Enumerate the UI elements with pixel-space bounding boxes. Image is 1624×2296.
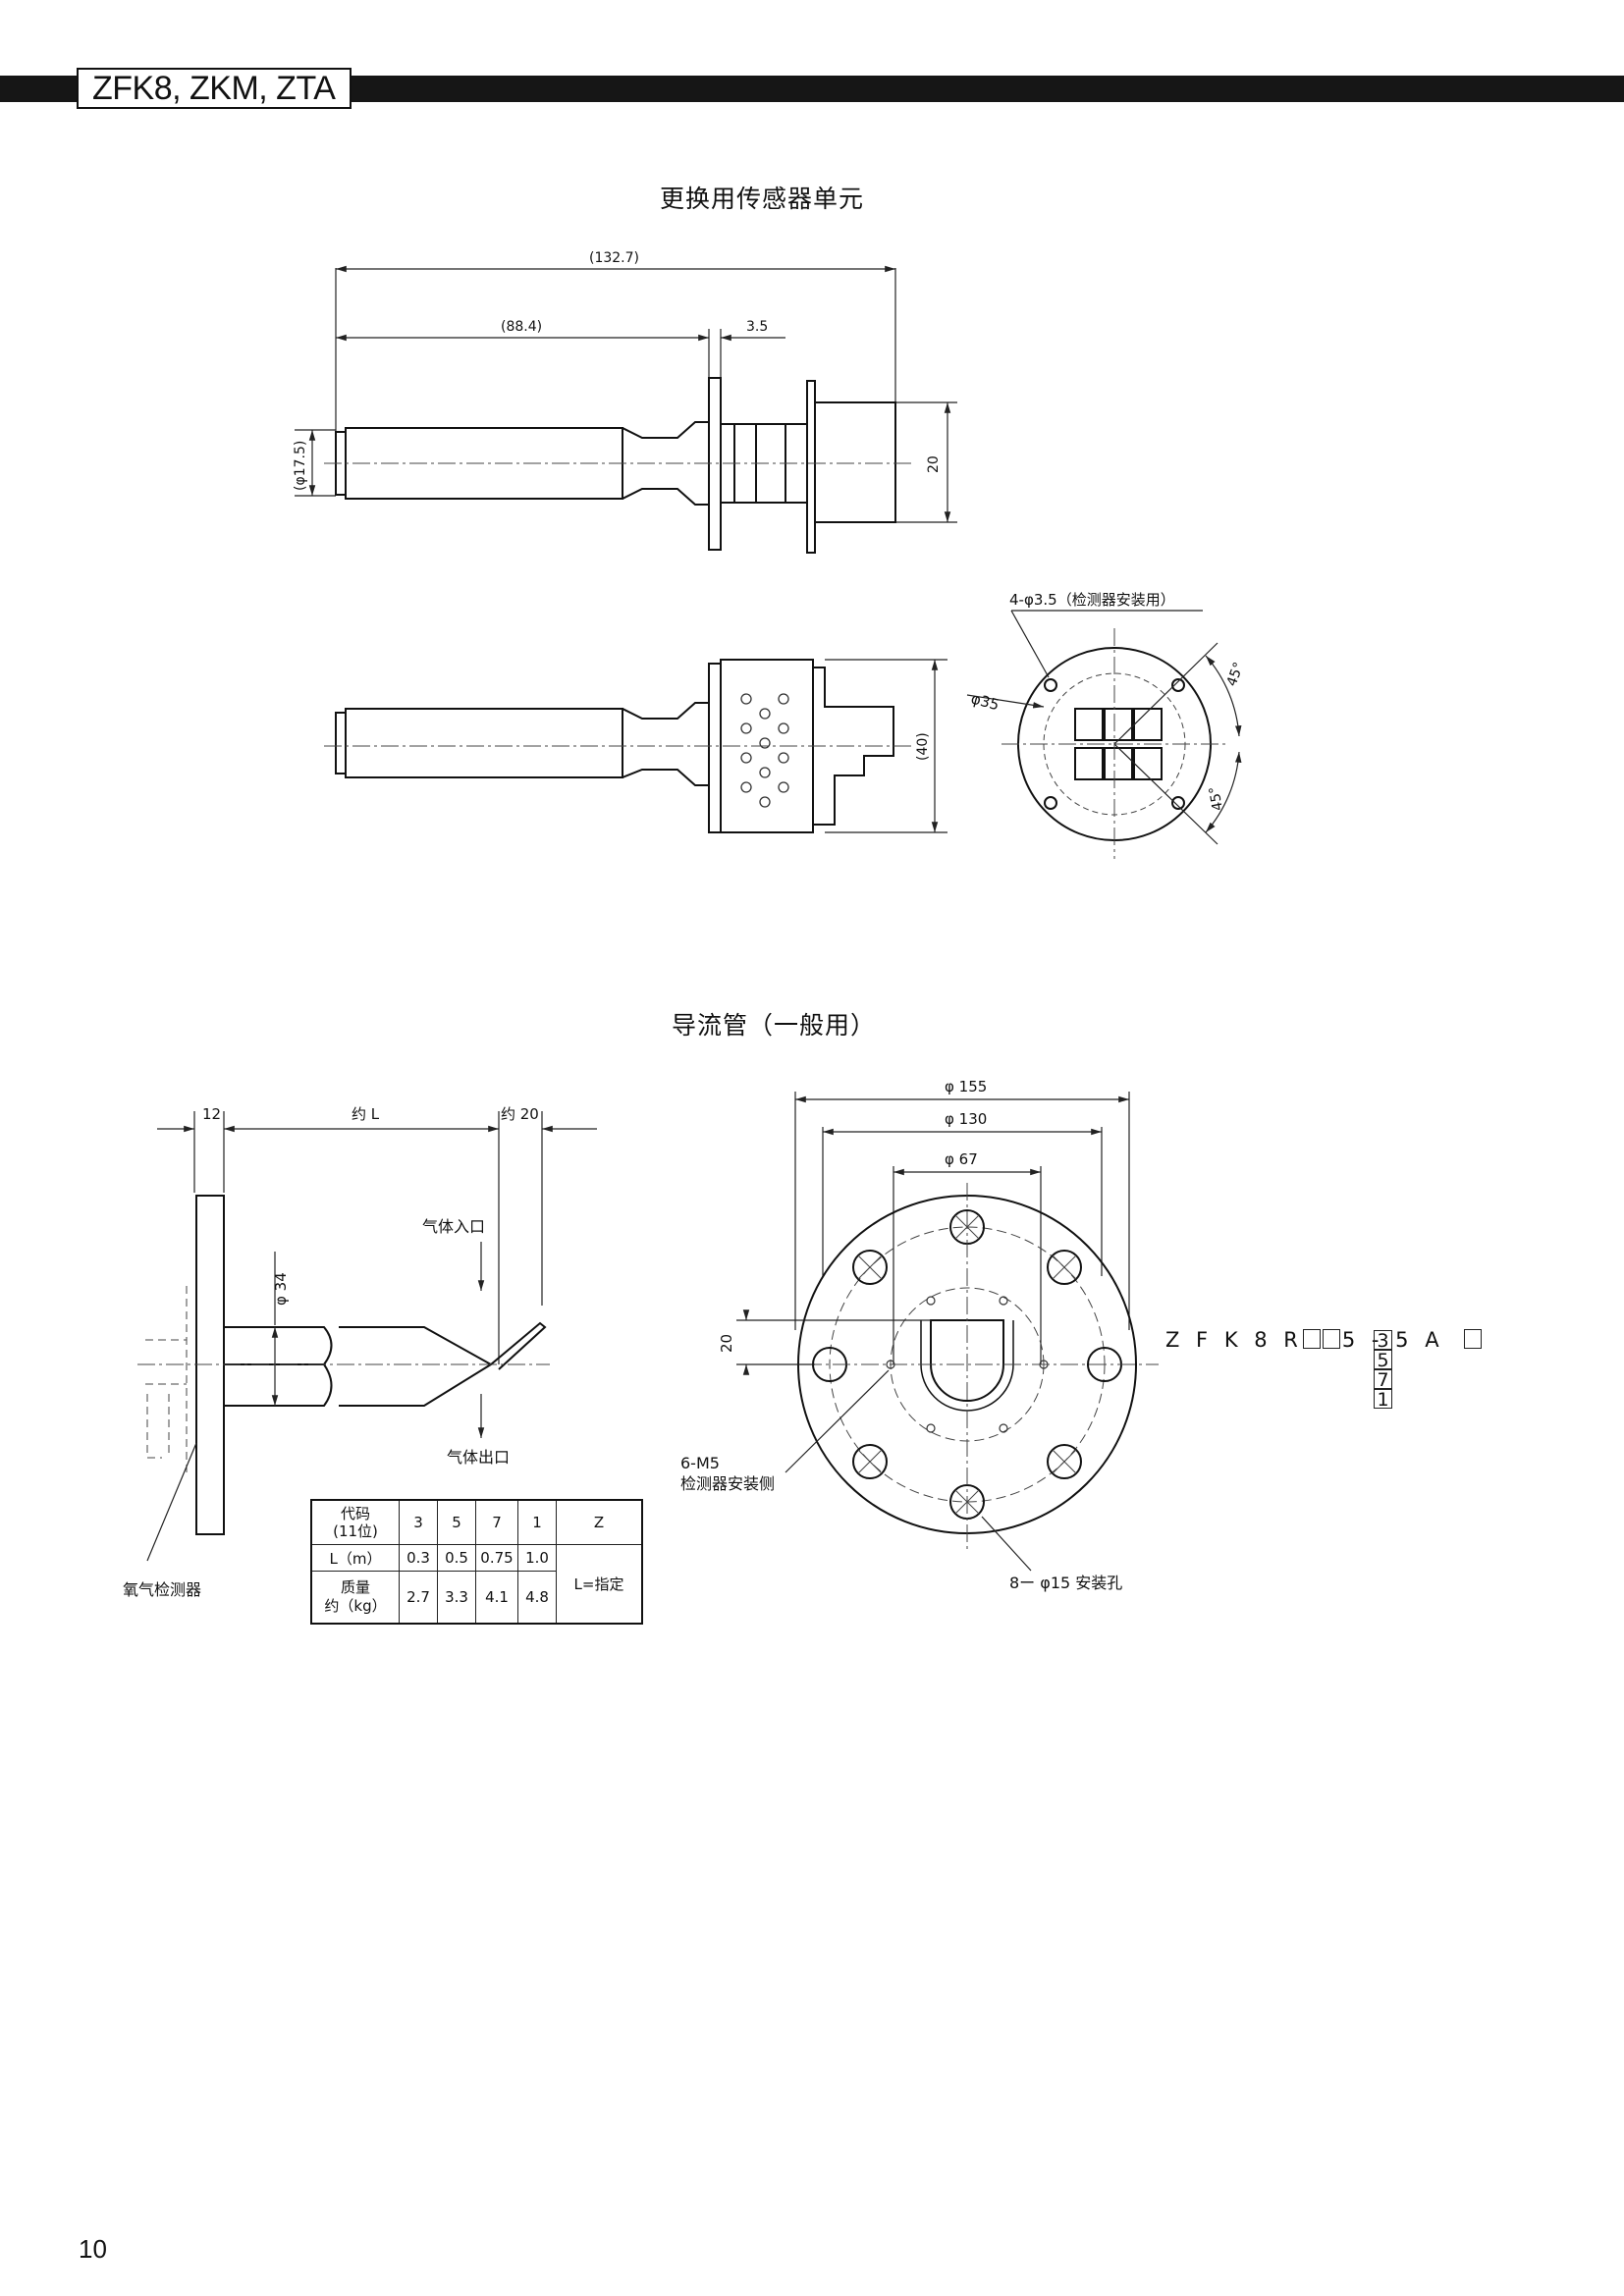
label-gas-outlet: 气体出口 (447, 1448, 510, 1467)
label-detector-side: 检测器安装侧 (680, 1474, 775, 1493)
table-cell: 1 (517, 1499, 557, 1545)
table-row: 质量 约（kg） 2.7 3.3 4.1 4.8 (310, 1571, 642, 1625)
section-title-sensor: 更换用传感器单元 (660, 185, 865, 213)
dim-side-height: (40) (915, 732, 931, 761)
label-gas-inlet: 气体入口 (422, 1217, 485, 1236)
table-cell: 3.3 (437, 1571, 476, 1625)
dim-angle-a: 45° (1224, 661, 1248, 689)
label-mounting-holes: 8ー φ15 安装孔 (1009, 1574, 1122, 1592)
dim-tip: 约 20 (501, 1105, 539, 1123)
table-cell: 7 (475, 1499, 518, 1545)
table-header-code: 代码 (340, 1505, 370, 1522)
series-title: ZFK8, ZKM, ZTA (77, 68, 352, 109)
dim-d130: φ 130 (945, 1110, 987, 1128)
dim-d67: φ 67 (945, 1150, 978, 1168)
page-number: 10 (79, 2234, 107, 2264)
table-cell: 2.7 (399, 1571, 438, 1625)
code-slot (1302, 1329, 1321, 1349)
table-cell: 4.8 (517, 1571, 557, 1625)
table-cell: L（m） (310, 1544, 400, 1572)
table-cell: 0.75 (475, 1544, 518, 1572)
code-option: 3 (1374, 1330, 1392, 1351)
flow-guide-flange-view (736, 1092, 1159, 1572)
sensor-side-view-2 (324, 659, 947, 833)
spec-table: 代码 (11位) 3 5 7 1 Z L（m） 0.3 0.5 0.75 1.0… (310, 1499, 643, 1625)
code-option: 5 (1374, 1350, 1392, 1370)
table-cell: 0.5 (437, 1544, 476, 1572)
table-header-digit: (11位) (333, 1522, 378, 1540)
model-code: Z F K 8 R 5 - 5 A (1165, 1328, 1484, 1352)
table-cell: 3 (399, 1499, 438, 1545)
dim-offset-20: 20 (718, 1334, 735, 1353)
table-cell: Z (556, 1499, 643, 1545)
table-row: 代码 (11位) 3 5 7 1 Z (310, 1499, 643, 1545)
dim-body: (88.4) (501, 319, 542, 335)
dim-mount-holes: 4-φ3.5（检测器安装用） (1009, 591, 1175, 609)
dim-bolt-circle: φ35 (969, 689, 1001, 714)
table-cell: 5 (437, 1499, 476, 1545)
dim-flange: 3.5 (746, 319, 768, 335)
flow-guide-side-view (137, 1111, 597, 1562)
section-title-flow-guide: 导流管（一般用） (672, 1011, 877, 1040)
table-mass-label: 质量 (340, 1578, 370, 1596)
dim-d155: φ 155 (945, 1078, 987, 1095)
dim-flange-thickness: 12 (202, 1105, 221, 1123)
label-oxygen-detector: 氧气检测器 (123, 1580, 201, 1599)
table-cell: 0.3 (399, 1544, 438, 1572)
table-mass-unit: 约（kg） (324, 1597, 387, 1615)
dim-diameter: (φ17.5) (293, 441, 308, 491)
dim-head-height: 20 (926, 455, 942, 473)
dim-length: 约 L (352, 1105, 380, 1123)
model-code-prefix: Z F K 8 R (1165, 1328, 1303, 1352)
table-header-cell: 代码 (11位) (310, 1499, 400, 1545)
table-cell: 质量 约（kg） (310, 1571, 400, 1625)
code-slot (1322, 1329, 1340, 1349)
table-cell: 1.0 (517, 1544, 557, 1572)
label-m5: 6-M5 (680, 1454, 720, 1472)
code-slot (1463, 1329, 1482, 1349)
dim-pipe-diameter: φ 34 (272, 1272, 290, 1306)
code-option: 1 (1374, 1389, 1392, 1410)
code-option: 7 (1374, 1369, 1392, 1390)
table-cell: L=指定 (556, 1544, 643, 1625)
model-code-mid: 5 - 5 A (1341, 1328, 1444, 1352)
table-cell: 4.1 (475, 1571, 518, 1625)
sensor-end-view (966, 610, 1242, 859)
dim-angle-b: 45° (1207, 785, 1226, 812)
table-row: L（m） 0.3 0.5 0.75 1.0 L=指定 (310, 1544, 643, 1625)
sensor-side-view (295, 265, 957, 554)
dim-overall: (132.7) (589, 250, 639, 266)
